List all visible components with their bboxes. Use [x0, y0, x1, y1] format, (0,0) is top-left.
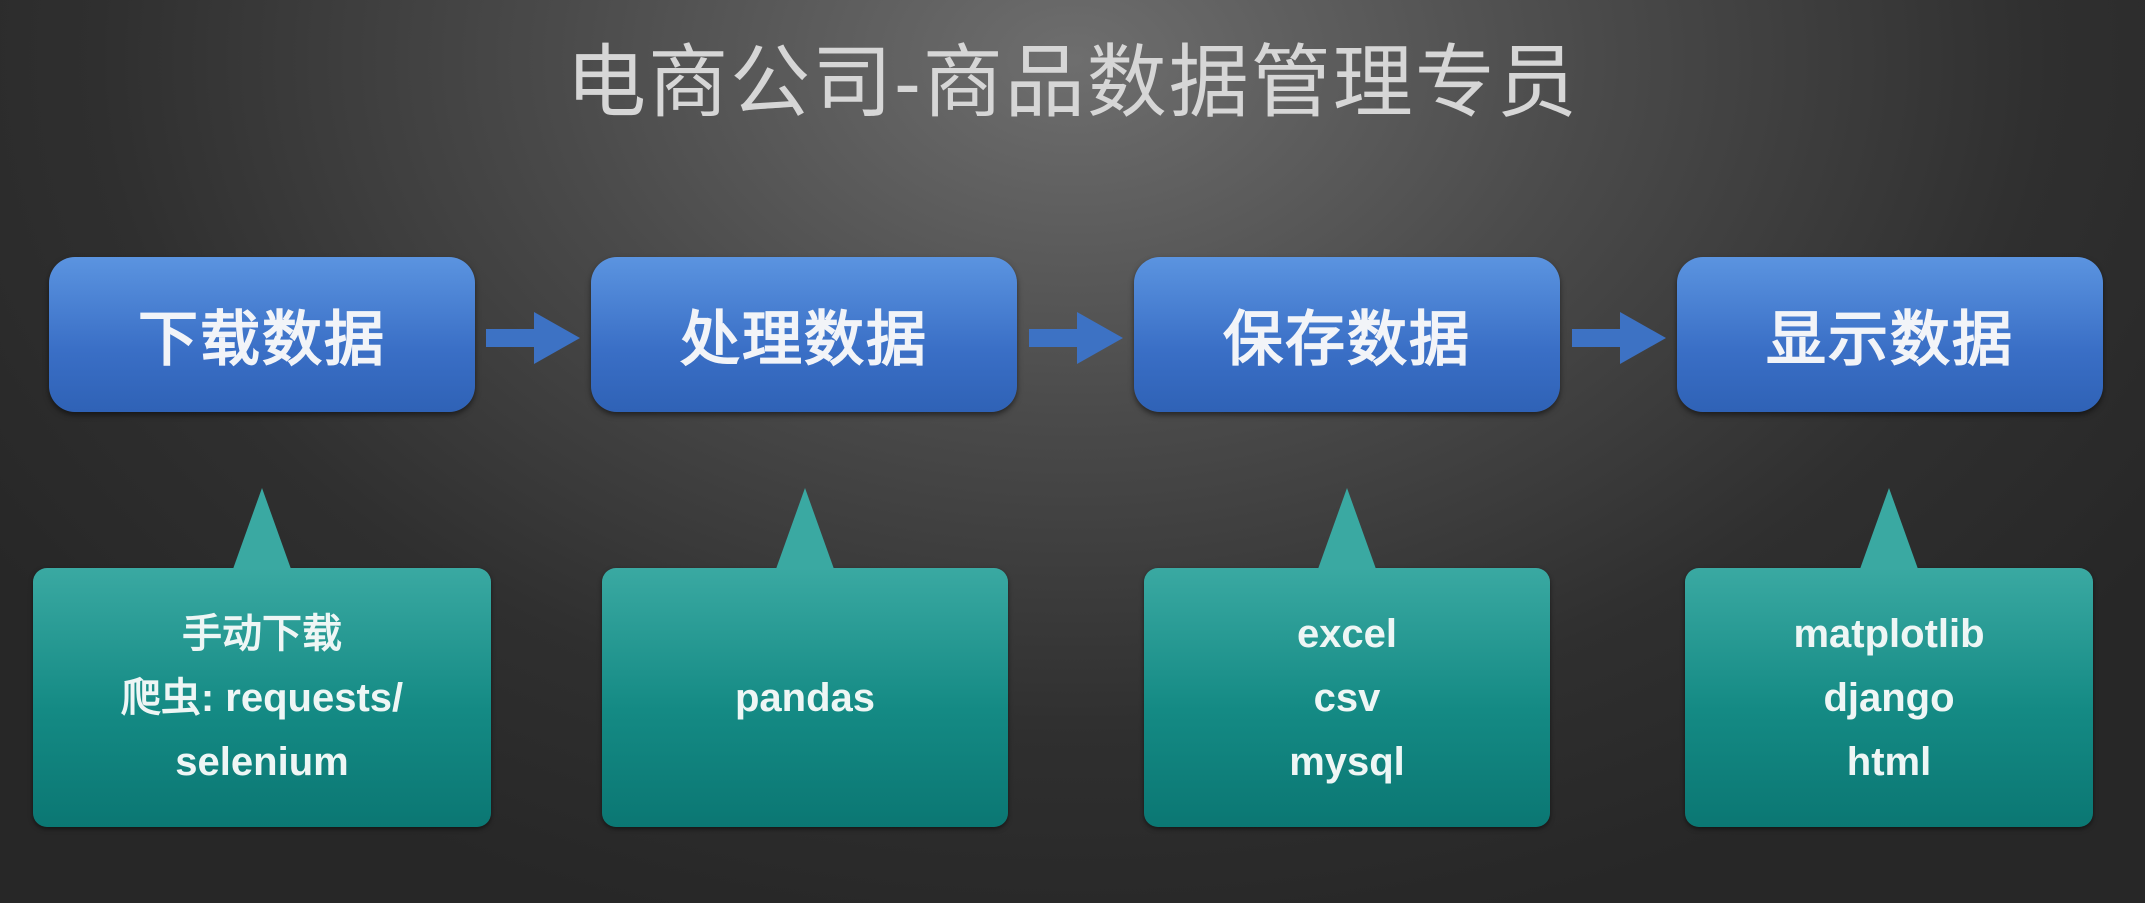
step-save-data: 保存数据 — [1134, 257, 1560, 412]
step-display-data: 显示数据 — [1677, 257, 2103, 412]
callout-pointer — [776, 488, 834, 569]
callout-download-tools: 手动下载 爬虫: requests/ selenium — [33, 488, 491, 827]
callout-pointer — [233, 488, 291, 569]
callout-line: html — [1846, 739, 1932, 784]
callout-line: 爬虫: requests/ — [120, 675, 404, 720]
callout-line: csv — [1313, 675, 1381, 720]
arrow-right-icon — [1572, 312, 1666, 364]
callout-line: mysql — [1289, 739, 1405, 784]
callout-line: matplotlib — [1793, 611, 1985, 656]
callout-display-tools: matplotlib django html — [1685, 488, 2093, 827]
arrow-right-icon — [1029, 312, 1123, 364]
step-process-data: 处理数据 — [591, 257, 1017, 412]
callout-line: pandas — [734, 675, 876, 720]
callout-line: django — [1823, 675, 1955, 720]
callout-save-tools: excel csv mysql — [1144, 488, 1550, 827]
callout-line: 手动下载 — [182, 611, 342, 656]
arrow-right-icon — [486, 312, 580, 364]
slide-title: 电商公司-商品数据管理专员 — [566, 38, 1579, 127]
callout-line: selenium — [175, 739, 349, 784]
callout-pointer — [1860, 488, 1918, 569]
step-download-data: 下载数据 — [49, 257, 475, 412]
callout-pointer — [1318, 488, 1376, 569]
callout-line: excel — [1296, 611, 1398, 656]
callout-process-tools: pandas — [602, 488, 1008, 827]
